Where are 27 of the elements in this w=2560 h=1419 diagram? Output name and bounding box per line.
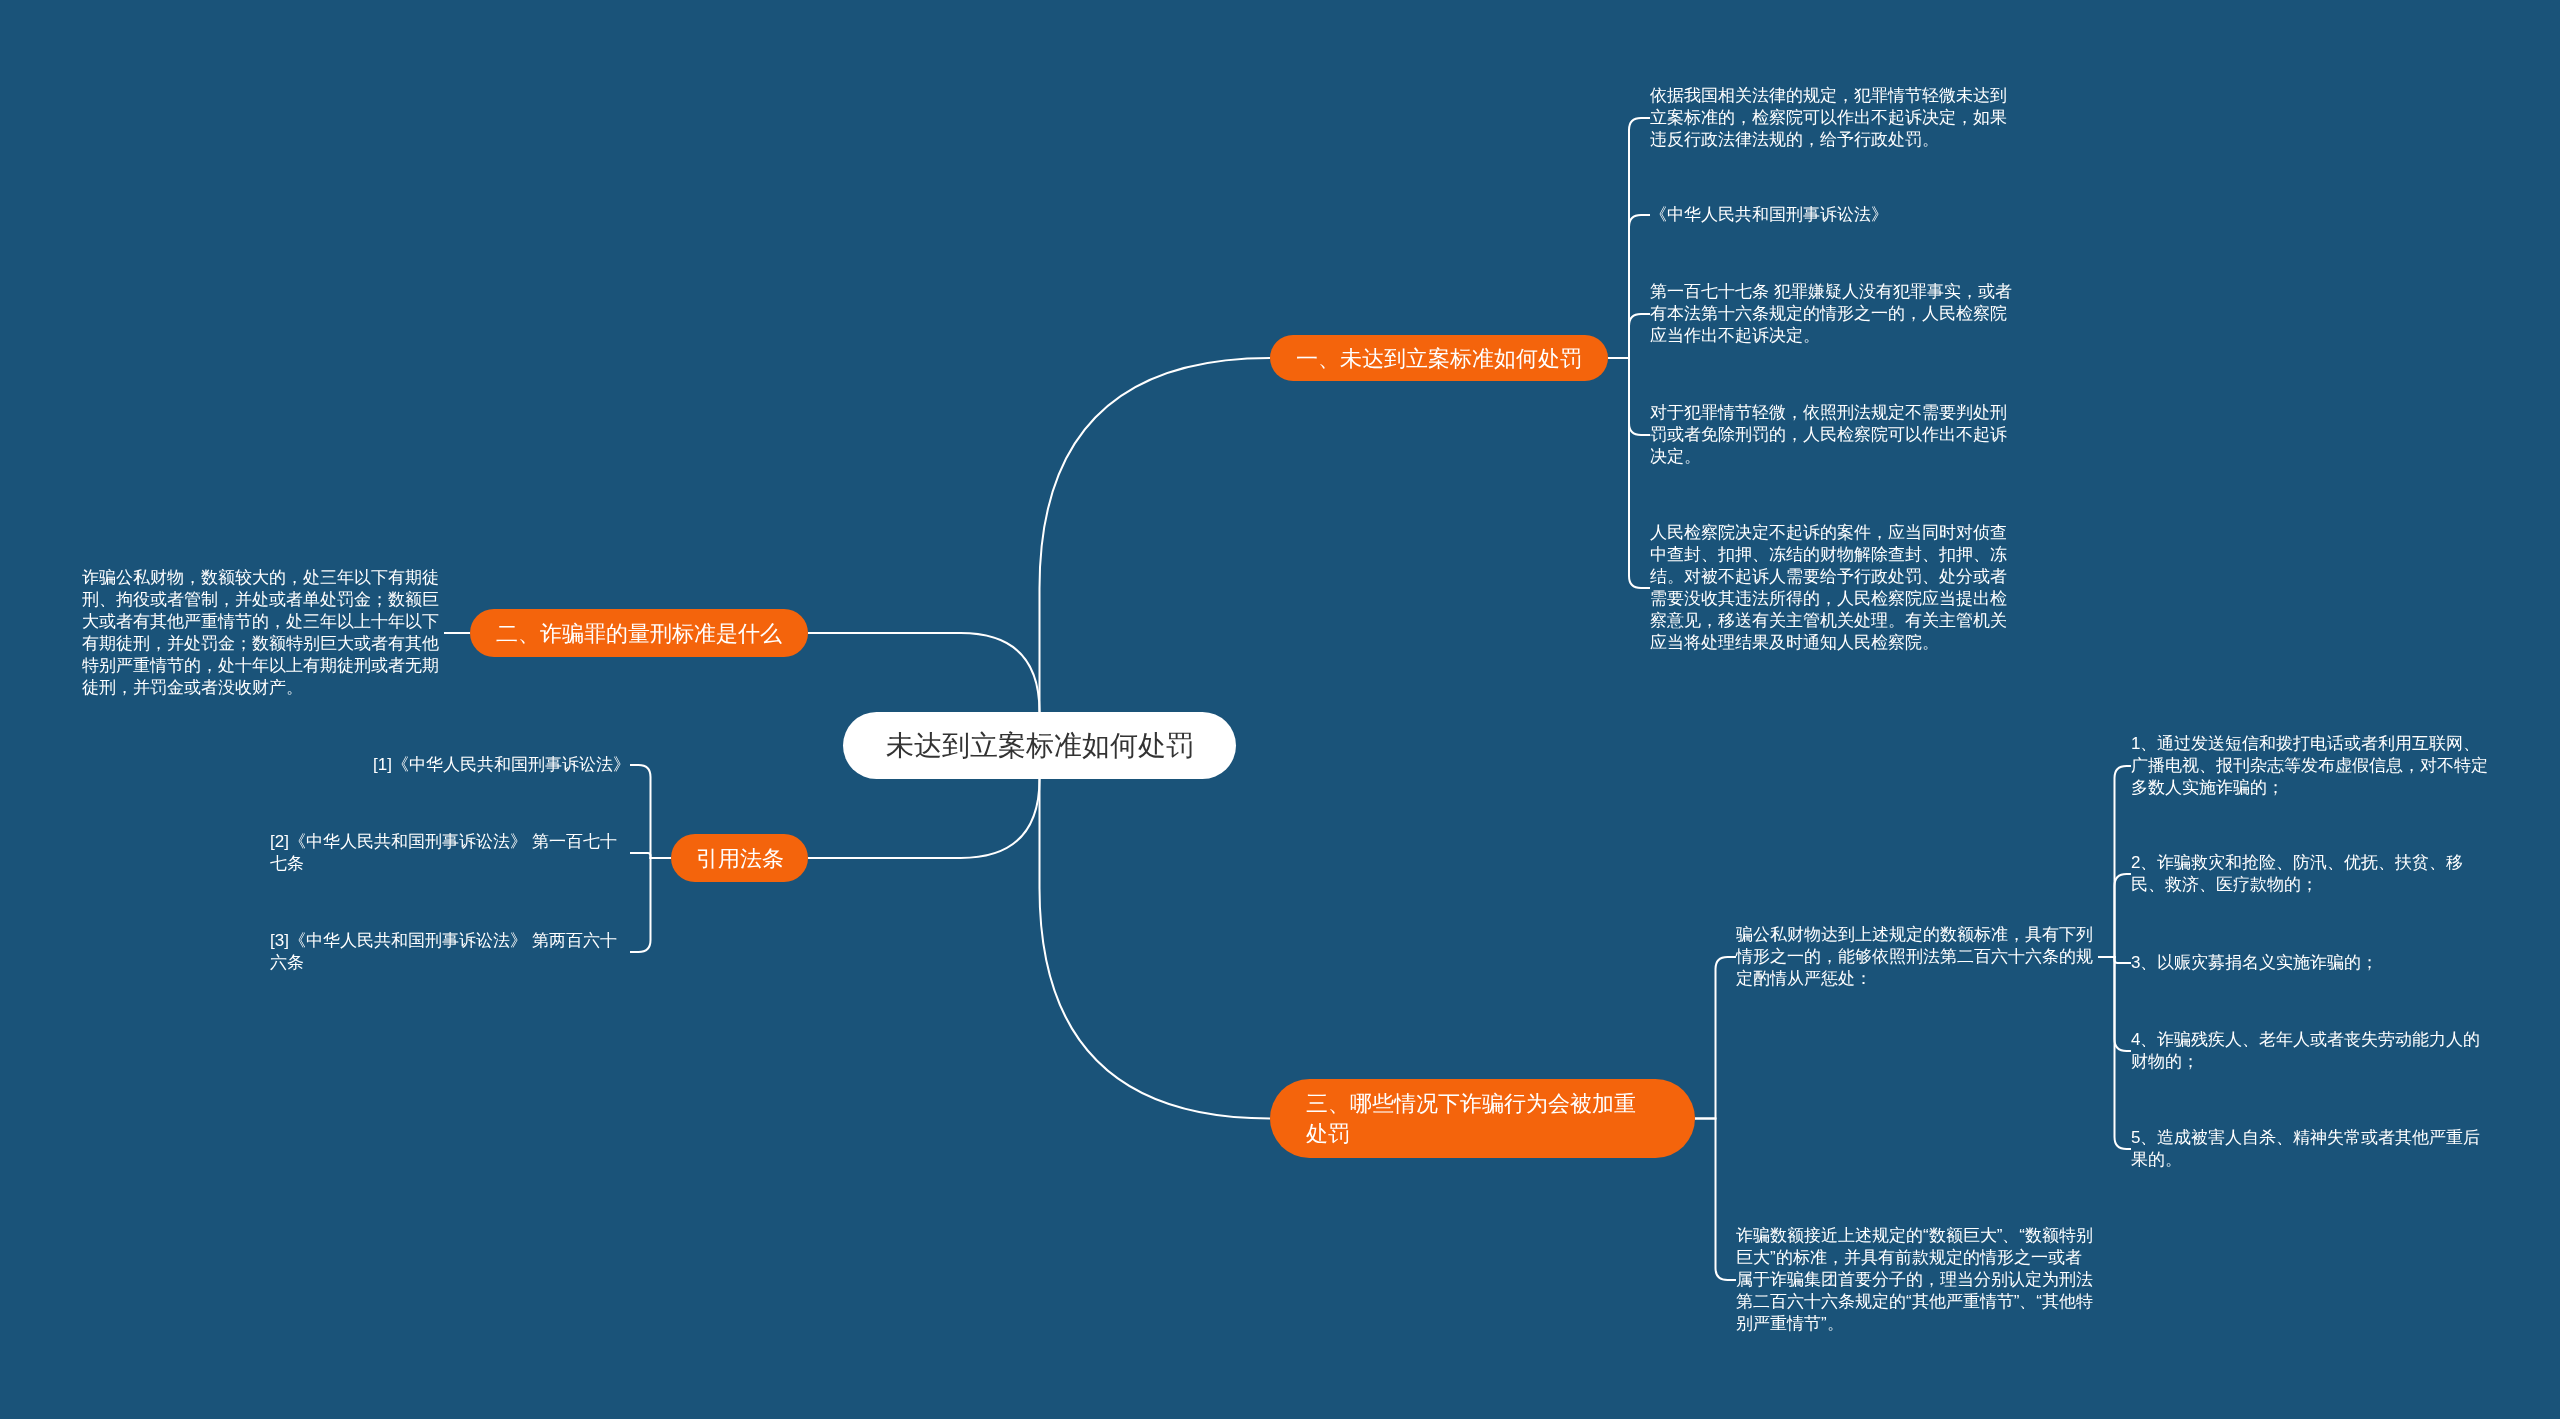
topic-pill: 二、诈骗罪的量刑标准是什么: [470, 609, 808, 657]
connector-line: [1038, 778, 1271, 1120]
central-topic: 未达到立案标准如何处罚: [843, 712, 1236, 779]
note-text: 第一百七十七条 犯罪嫌疑人没有犯罪事实，或者有本法第十六条规定的情形之一的，人民检察院应当作出不起诉决定。: [1650, 281, 2012, 347]
note-text: 1、通过发送短信和拨打电话或者利用互联网、广播电视、报刊杂志等发布虚假信息，对不特定多数人实施诈骗的；: [2131, 733, 2493, 799]
note-text: 3、以赈灾募捐名义实施诈骗的；: [2131, 952, 2493, 974]
note-text: 对于犯罪情节轻微，依照刑法规定不需要判处刑罚或者免除刑罚的，人民检察院可以作出不起诉决定。: [1650, 402, 2012, 468]
topic-pill: 三、哪些情况下诈骗行为会被加重处罚: [1270, 1079, 1695, 1158]
connector-line: [807, 778, 1041, 859]
connector-line: [807, 632, 1041, 713]
note-text: 骗公私财物达到上述规定的数额标准，具有下列情形之一的，能够依照刑法第二百六十六条的规定酌情从严惩处：: [1736, 924, 2098, 990]
note-text: 2、诈骗救灾和抢险、防汛、优抚、扶贫、移民、救济、医疗款物的；: [2131, 852, 2493, 896]
connector-line: [1694, 1117, 1737, 1281]
note-text: [1]《中华人民共和国刑事诉讼法》: [373, 754, 630, 776]
note-text: 4、诈骗残疾人、老年人或者丧失劳动能力人的财物的；: [2131, 1029, 2493, 1073]
note-text: 诈骗数额接近上述规定的“数额巨大”、“数额特别巨大”的标准，并具有前款规定的情形之一或者属于诈骗集团首要分子的，理当分别认定为刑法第二百六十六条规定的“其他严重情节”、“其他特别严重情节”。: [1736, 1225, 2098, 1335]
note-text: [3]《中华人民共和国刑事诉讼法》 第两百六十六条: [270, 930, 630, 974]
connector-line: [443, 632, 471, 634]
note-text: 依据我国相关法律的规定，犯罪情节轻微未达到立案标准的，检察院可以作出不起诉决定，如果违反行政法律法规的，给予行政处罚。: [1650, 85, 2012, 151]
connector-line: [1038, 357, 1271, 713]
note-text: 诈骗公私财物，数额较大的，处三年以下有期徒刑、拘役或者管制，并处或者单处罚金；数额巨大或者有其他严重情节的，处三年以上十年以下有期徒刑，并处罚金；数额特别巨大或者有其他特别严重情节的，处十年以上有期徒刑或者无期徒刑，并罚金或者没收财产。: [82, 567, 444, 699]
note-text: 《中华人民共和国刑事诉讼法》: [1650, 204, 2012, 226]
note-text: 人民检察院决定不起诉的案件，应当同时对侦查中查封、扣押、冻结的财物解除查封、扣押、冻结。对被不起诉人需要给予行政处罚、处分或者需要没收其违法所得的，人民检察院应当提出检察意见，移送有关主管机关处理。有关主管机关应当将处理结果及时通知人民检察院。: [1650, 522, 2012, 654]
topic-pill: 一、未达到立案标准如何处罚: [1270, 335, 1608, 381]
note-text: 5、造成被害人自杀、精神失常或者其他严重后果的。: [2131, 1127, 2493, 1171]
note-text: [2]《中华人民共和国刑事诉讼法》 第一百七十七条: [270, 831, 630, 875]
topic-pill: 引用法条: [671, 834, 808, 882]
